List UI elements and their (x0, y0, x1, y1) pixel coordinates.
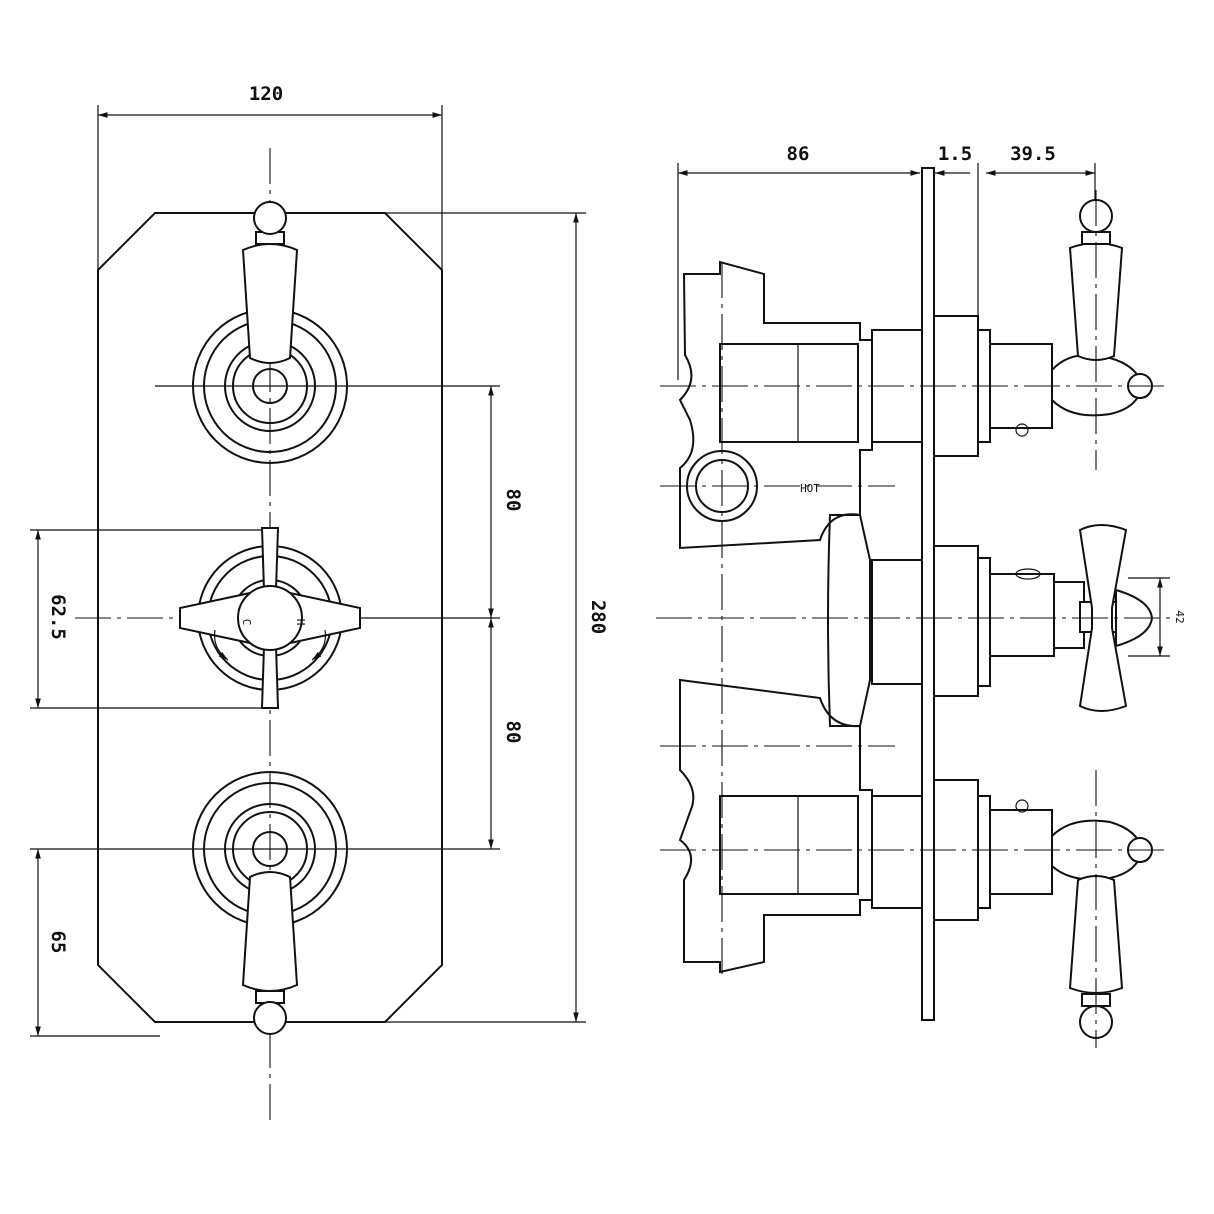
dim-handle-projection-text: 39.5 (1010, 143, 1056, 165)
rotate-left-arrow-icon (213, 629, 229, 661)
front-top-valve (192, 201, 348, 464)
dim-plate-text: 1.5 (938, 143, 972, 165)
side-upper-port (719, 343, 859, 443)
rotate-right-arrow-icon (311, 629, 327, 661)
front-top-lever-knob (253, 201, 287, 235)
front-view: 120 280 80 80 62.5 65 (30, 83, 609, 1122)
dim-width-text: 120 (249, 83, 283, 105)
dim-bottom-offset-text: 65 (47, 931, 69, 954)
side-centerlines (656, 190, 1170, 1048)
dim-handle-diameter: 42 (1128, 577, 1186, 657)
dim-body-depth-text: 86 (787, 143, 810, 165)
dim-center-plate-text: 62.5 (47, 594, 69, 640)
front-bottom-lever-knob (253, 1001, 287, 1035)
dim-left: 62.5 65 (30, 529, 272, 1037)
dim-spacing: 80 80 (330, 385, 524, 850)
cold-label: C (240, 619, 253, 626)
front-bottom-valve (192, 771, 348, 1035)
side-top-lever (1015, 199, 1153, 437)
side-hot-label: HOT (800, 482, 820, 495)
side-wall-plate (921, 167, 935, 1021)
dim-width: 120 (97, 83, 443, 270)
front-bottom-lever-icon (241, 871, 299, 992)
hot-label: H (294, 619, 307, 626)
side-lower-port (719, 795, 859, 895)
dim-handle-diameter-text: 42 (1173, 610, 1186, 623)
side-bottom-lever (1015, 799, 1153, 1039)
side-valve-body (678, 260, 873, 550)
side-dims-top: 86 1.5 39.5 (677, 143, 1096, 380)
dim-height-text: 280 (587, 600, 609, 634)
side-view: 86 1.5 39.5 HOT (656, 143, 1186, 1048)
side-cartridge-cone (827, 514, 871, 727)
side-valve-body-lower (678, 678, 873, 974)
dim-spacing-top-text: 80 (502, 489, 524, 512)
front-top-lever-icon (241, 243, 299, 364)
dim-spacing-bottom-text: 80 (502, 721, 524, 744)
dim-height: 280 (385, 212, 609, 1023)
front-centre-valve: C H (179, 527, 361, 709)
